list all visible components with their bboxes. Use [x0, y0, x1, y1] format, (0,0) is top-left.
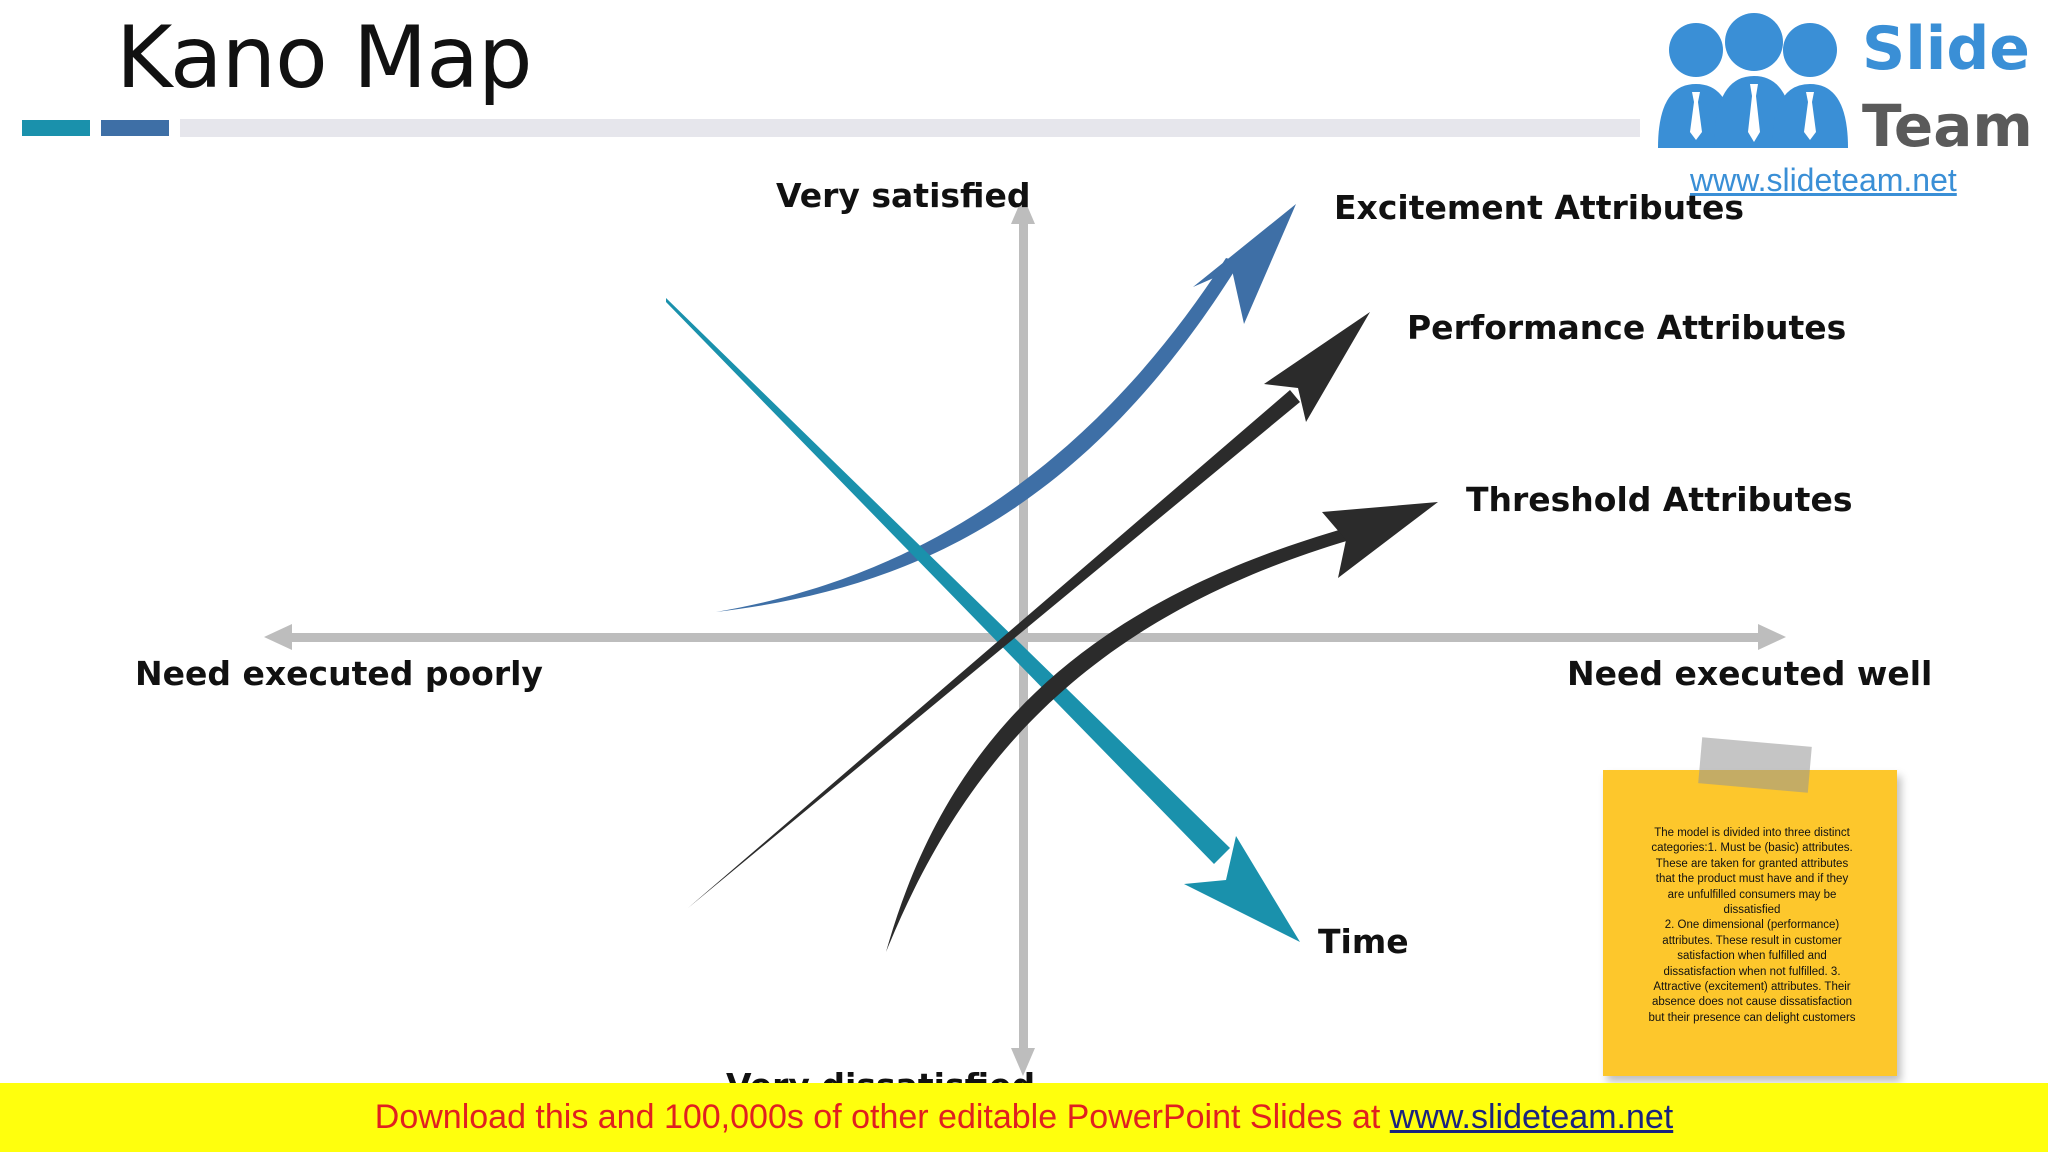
tape-icon	[1698, 737, 1812, 793]
sticky-note-text: The model is divided into three distinct…	[1648, 827, 1856, 1024]
threshold-curve	[886, 502, 1438, 952]
axis-arrow-left-icon	[264, 624, 292, 650]
threshold-label: Threshold Attributes	[1466, 480, 1853, 519]
excitement-curve	[716, 204, 1296, 612]
performance-arrowhead-icon	[1264, 312, 1370, 422]
time-label: Time	[1318, 922, 1409, 961]
threshold-arrowhead-icon	[1322, 502, 1438, 578]
axis-arrow-up-icon	[1011, 196, 1035, 224]
slideteam-logo[interactable]: Slide Team www.slideteam.net	[1640, 0, 2044, 198]
title-underline-bar	[180, 119, 1640, 137]
vertical-axis	[1011, 196, 1035, 1076]
footer-banner	[0, 1083, 2048, 1152]
time-arrow	[666, 298, 1300, 942]
axis-label-right: Need executed well	[1567, 654, 1933, 693]
page-title: Kano Map	[116, 8, 533, 108]
time-arrowhead-icon	[1184, 836, 1300, 942]
performance-label: Performance Attributes	[1407, 308, 1847, 347]
excitement-label: Excitement Attributes	[1334, 188, 1744, 227]
axis-arrow-down-icon	[1011, 1048, 1035, 1076]
sticky-note	[1603, 770, 1897, 1076]
axis-arrow-right-icon	[1758, 624, 1786, 650]
title-accent-bar-teal	[22, 120, 90, 136]
footer-message: Download this and 100,000s of other edit…	[374, 1098, 1390, 1136]
footer-link[interactable]: www.slideteam.net	[1389, 1098, 1674, 1136]
logo-url[interactable]: www.slideteam.net	[1690, 162, 1957, 198]
axis-label-top: Very satisfied	[776, 176, 1031, 215]
footer-text: Download this and 100,000s of other edit…	[0, 1098, 2048, 1137]
axis-label-left: Need executed poorly	[135, 654, 543, 693]
logo-brand-bottom: Team	[1862, 92, 2033, 160]
excitement-arrowhead-icon	[1193, 204, 1296, 324]
three-people-icon	[1658, 13, 1848, 148]
performance-arrow	[688, 312, 1370, 908]
title-accent-bar-blue	[101, 120, 169, 136]
logo-brand-top: Slide	[1862, 14, 2030, 84]
